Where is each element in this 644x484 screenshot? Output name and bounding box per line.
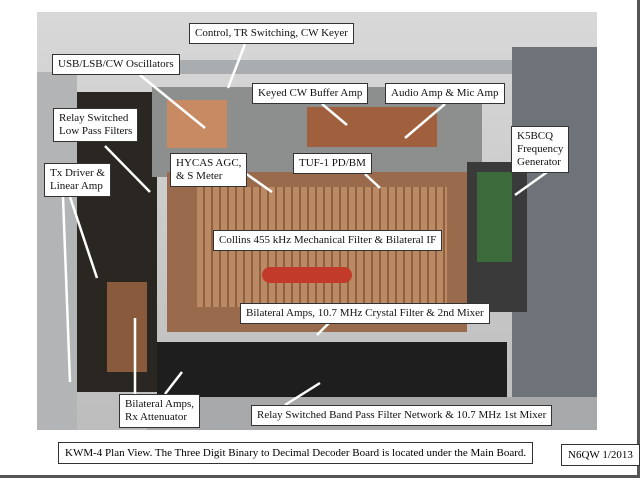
label-keyed-cw: Keyed CW Buffer Amp — [252, 83, 369, 104]
arrow-tx-2 — [68, 196, 99, 279]
arrow-keyed-cw — [321, 103, 348, 126]
caption: KWM-4 Plan View. The Three Digit Binary … — [58, 442, 534, 464]
label-tx-line2: Linear Amp — [50, 180, 103, 192]
label-audio: Audio Amp & Mic Amp — [385, 83, 505, 104]
label-hycas: HYCAS AGC,& S Meter — [170, 153, 248, 187]
label-lpf-line2: Low Pass Filters — [59, 125, 133, 137]
label-k5bcq-line1: K5BCQ — [517, 130, 554, 142]
label-k5bcq-line2: Frequency — [517, 143, 564, 155]
label-collins: Collins 455 kHz Mechanical Filter & Bila… — [213, 230, 443, 251]
arrow-bilateral-crystal — [316, 321, 331, 336]
label-bilateral-rx-line1: Bilateral Amps, — [125, 398, 195, 410]
arrow-hycas — [244, 171, 273, 194]
label-hycas-line2: & S Meter — [176, 170, 223, 182]
arrow-lpf — [104, 145, 151, 193]
arrow-tuf — [364, 173, 381, 189]
arrow-bilateral-rx-2 — [164, 371, 183, 395]
label-control: Control, TR Switching, CW Keyer — [189, 23, 354, 44]
label-tx-driver: Tx Driver &Linear Amp — [44, 163, 111, 197]
label-bilateral-rx-line2: Rx Attenuator — [125, 411, 188, 423]
arrow-oscillators — [139, 74, 206, 129]
label-bilateral-crystal: Bilateral Amps, 10.7 MHz Crystal Filter … — [240, 303, 490, 324]
label-bilateral-rx: Bilateral Amps,Rx Attenuator — [119, 394, 201, 428]
arrow-bpf — [284, 381, 321, 407]
label-hycas-line1: HYCAS AGC, — [176, 157, 242, 169]
label-tx-line1: Tx Driver & — [50, 167, 105, 179]
credit: N6QW 1/2013 — [561, 444, 640, 466]
arrow-control — [226, 43, 247, 89]
arrow-k5bcq — [514, 168, 551, 197]
label-tuf: TUF-1 PD/BM — [293, 153, 372, 174]
label-oscillators: USB/LSB/CW Oscillators — [52, 54, 180, 75]
arrow-audio — [404, 103, 446, 139]
label-lpf-line1: Relay Switched — [59, 112, 129, 124]
label-bpf: Relay Switched Band Pass Filter Network … — [251, 405, 553, 426]
arrow-tx-1 — [61, 196, 72, 383]
label-k5bcq-line3: Generator — [517, 156, 561, 168]
